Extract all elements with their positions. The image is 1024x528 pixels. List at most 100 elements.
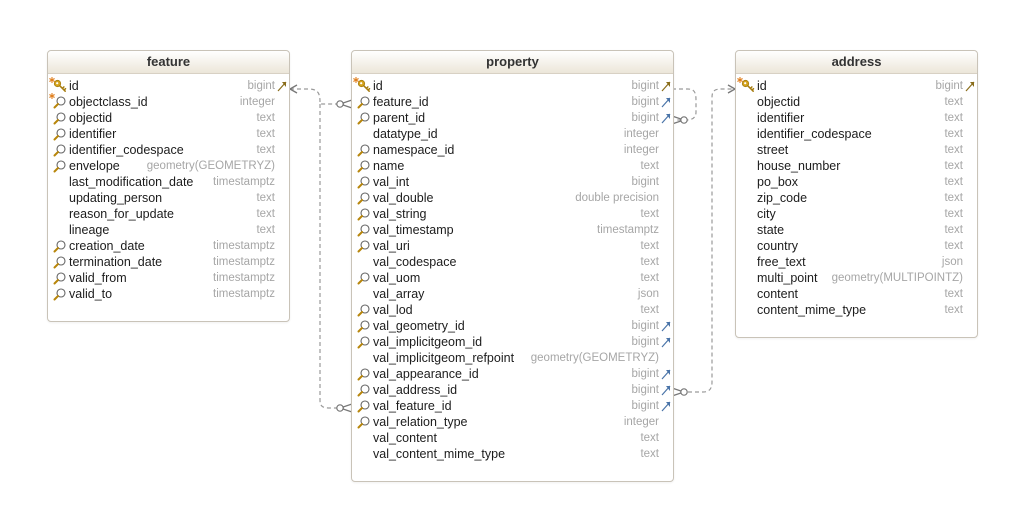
column-type: timestamptz [213,288,275,300]
column-name: id [69,79,79,93]
column-name: valid_to [69,287,113,301]
column-type: text [944,224,963,236]
column-type: timestamptz [597,224,659,236]
foreign-key-arrow-icon [660,383,672,397]
column-type: timestamptz [213,240,275,252]
index-icon [53,271,67,285]
column-name: content_mime_type [757,303,867,317]
table-title: feature [48,51,289,74]
table-title: address [736,51,977,74]
column-name: envelope [69,159,120,173]
column-name: val_implicitgeom_id [373,335,483,349]
primary-key-icon [49,77,67,93]
column-row-val-feature-id[interactable]: val_feature_id bigint [352,398,673,414]
column-name: val_content_mime_type [373,447,506,461]
column-name: val_feature_id [373,399,452,413]
column-name: multi_point [757,271,818,285]
column-type: json [637,288,659,300]
column-type: text [256,224,275,236]
column-name: reason_for_update [69,207,174,221]
required-star-icon [49,77,55,83]
column-type: text [944,160,963,172]
required-star-icon [737,77,743,83]
index-icon [357,207,371,221]
column-name: country [757,239,798,253]
column-name: val_address_id [373,383,458,397]
index-icon [357,175,371,189]
column-type: text [256,144,275,156]
column-name: updating_person [69,191,163,205]
column-type: timestamptz [213,272,275,284]
column-type: geometry(MULTIPOINTZ) [831,272,963,284]
column-name: identifier [757,111,805,125]
column-name: termination_date [69,255,163,269]
column-type: bigint [631,400,660,412]
column-name: val_geometry_id [373,319,465,333]
column-row-valid-to[interactable]: valid_to timestamptz [48,286,289,302]
column-name: val_string [373,207,427,221]
index-icon [53,287,67,301]
column-name: creation_date [69,239,145,253]
column-type: text [640,240,659,252]
column-type: text [256,128,275,140]
column-row-multi-point[interactable]: multi_point geometry(MULTIPOINTZ) [736,270,977,286]
index-icon [53,159,67,173]
index-icon [357,239,371,253]
index-icon [53,239,67,253]
column-row-creation-date[interactable]: creation_date timestamptz [48,238,289,254]
foreign-key-arrow-icon [660,95,672,109]
